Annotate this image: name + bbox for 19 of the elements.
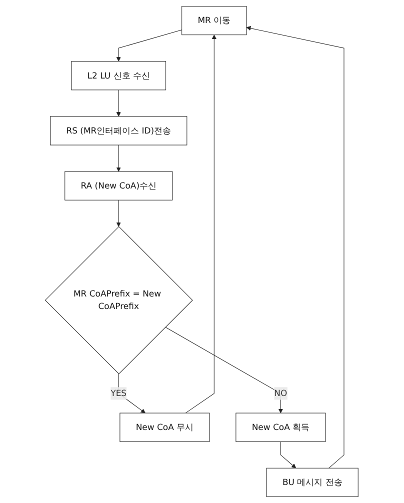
arrow [116,200,122,227]
arrow [116,144,122,172]
arrow [246,26,345,468]
arrow [116,30,182,62]
edge-label: NO [274,388,288,398]
node-box: L2 LU 신호 수신 [71,61,166,90]
node-box: RA (New CoA)수신 [64,171,173,200]
node-box: MR 이동 [182,6,248,36]
arrow [165,326,284,414]
node-box: New CoA 무시 [120,412,210,442]
arrow [116,90,122,117]
edge-label: YES [110,388,127,398]
node-box: New CoA 획득 [236,412,326,442]
arrow [186,34,217,414]
arrow [280,441,296,468]
arrow [118,374,146,414]
node-box: RS (MR인터페이스 ID)전송 [50,116,188,146]
node-diamond: MR CoAPrefix = New CoAPrefix [45,226,194,374]
node-box: BU 메시지 전송 [266,468,359,497]
